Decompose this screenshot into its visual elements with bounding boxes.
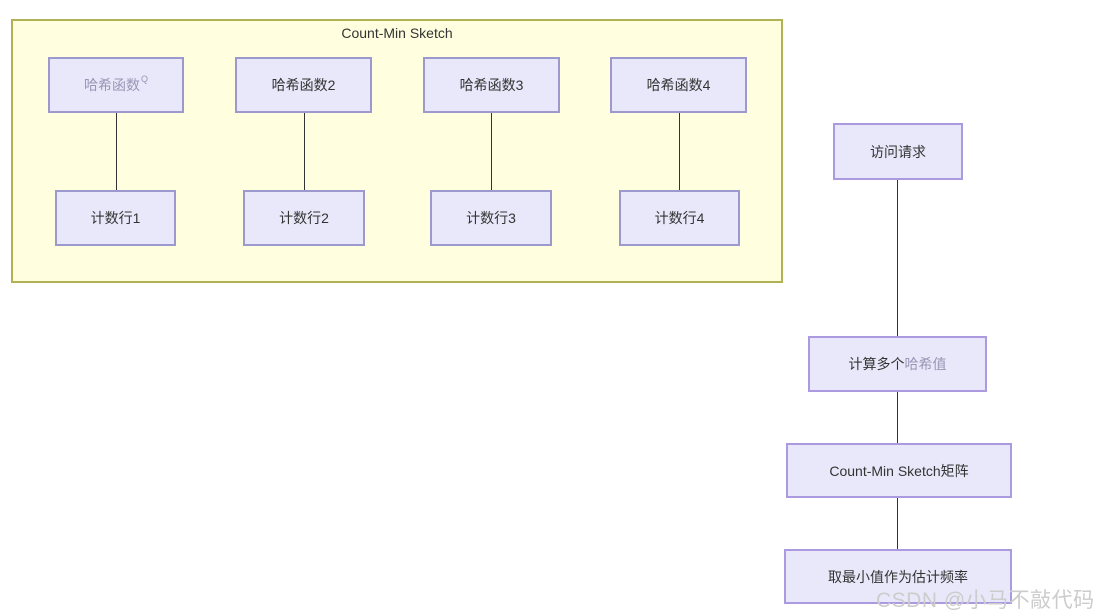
hash-function-1-label: 哈希函数Q xyxy=(83,74,148,93)
counter-row-1-node: 计数行1 xyxy=(55,190,176,246)
min-value-result-label: 取最小值作为估计频率 xyxy=(828,568,968,585)
hash-function-3-node: 哈希函数3 xyxy=(423,57,560,113)
calc-hashes-label: 计算多个哈希值 xyxy=(848,356,947,372)
counter-row-1-label: 计数行1 xyxy=(90,210,141,226)
counter-row-2-label: 计数行2 xyxy=(279,210,329,226)
min-value-result-node: 取最小值作为估计频率 xyxy=(784,549,1012,604)
counter-row-4-node: 计数行4 xyxy=(619,190,740,246)
counter-row-3-node: 计数行3 xyxy=(430,190,552,246)
connector-hash2-counter2 xyxy=(304,113,305,190)
group-title: Count-Min Sketch xyxy=(341,25,453,41)
connector-request-calc xyxy=(897,180,898,336)
csdn-watermark: CSDN @小马不敲代码 xyxy=(876,589,1095,612)
hash-function-4-node: 哈希函数4 xyxy=(610,57,747,113)
hash-function-3-label: 哈希函数3 xyxy=(459,77,524,93)
hash-function-1-superscript: Q xyxy=(140,74,148,85)
counter-row-3-label: 计数行3 xyxy=(466,210,516,226)
counter-row-2-node: 计数行2 xyxy=(243,190,365,246)
cms-matrix-label: Count-Min Sketch矩阵 xyxy=(829,462,969,479)
connector-hash3-counter3 xyxy=(491,113,492,190)
hash-function-2-node: 哈希函数2 xyxy=(235,57,372,113)
access-request-node: 访问请求 xyxy=(833,123,963,180)
calc-hashes-node: 计算多个哈希值 xyxy=(808,336,987,392)
hash-function-1-node: 哈希函数Q xyxy=(48,57,184,113)
connector-hash1-counter1 xyxy=(116,113,117,190)
connector-calc-matrix xyxy=(897,392,898,443)
hash-function-2-label: 哈希函数2 xyxy=(271,77,336,93)
cms-matrix-node: Count-Min Sketch矩阵 xyxy=(786,443,1012,498)
connector-matrix-result xyxy=(897,498,898,549)
hash-function-4-label: 哈希函数4 xyxy=(646,77,711,93)
connector-hash4-counter4 xyxy=(679,113,680,190)
access-request-label: 访问请求 xyxy=(870,143,926,160)
counter-row-4-label: 计数行4 xyxy=(654,210,705,226)
